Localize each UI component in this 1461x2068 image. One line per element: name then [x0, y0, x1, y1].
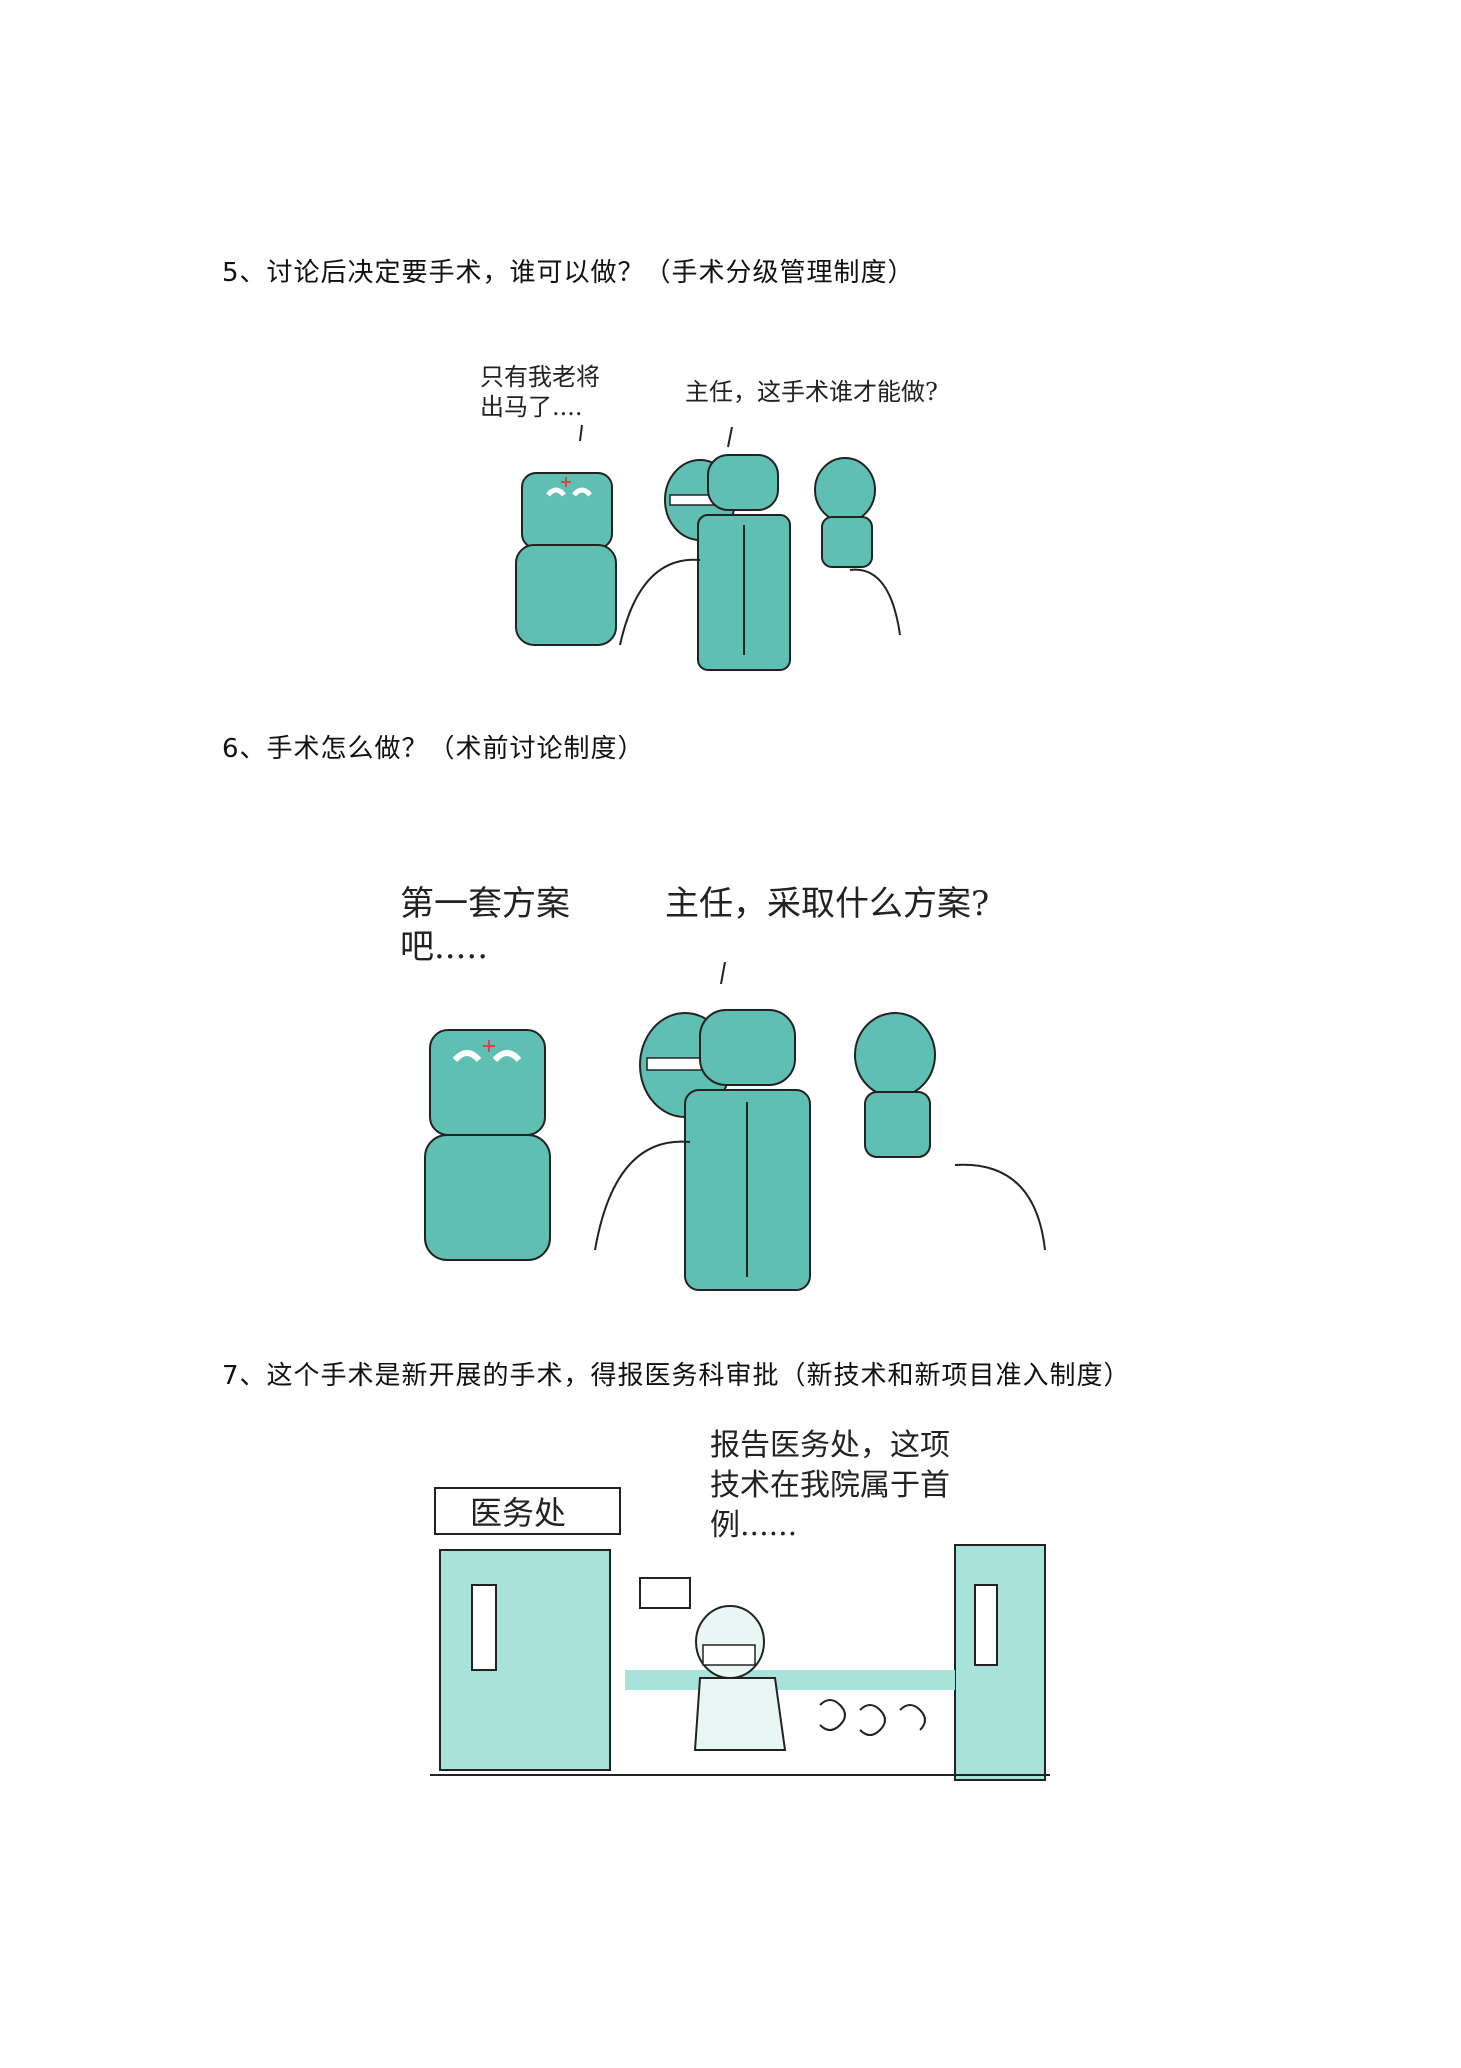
running-doctor-figure [693, 1605, 787, 1751]
chief-surgeon-back-figure [684, 1009, 811, 1291]
section-6-heading: 6、手术怎么做？（术前讨论制度） [222, 734, 645, 764]
nurse-figure [854, 1012, 936, 1158]
section-7-heading: 7、这个手术是新开展的手术，得报医务科审批（新技术和新项目准入制度） [222, 1361, 1131, 1391]
comic-panel-surgery-level: 只有我老将 出马了.... 主任，这手术谁才能做? [470, 355, 990, 695]
bubble-left-line-1: 只有我老将 [480, 363, 600, 391]
senior-surgeon-figure [515, 472, 617, 646]
nurse-figure [814, 457, 876, 568]
bubble-right-text: 主任，采取什么方案? [665, 884, 989, 924]
comic-panel-new-technology-approval: 医务处 报告医务处，这项 技术在我院属于首 例...... [420, 1420, 1060, 1810]
left-door [439, 1549, 611, 1771]
office-sign [434, 1487, 621, 1535]
chief-surgeon-back-figure [697, 454, 791, 671]
office-sign-label: 医务处 [470, 1494, 566, 1532]
bubble-left-line-2: 吧..... [400, 927, 488, 967]
bubble-line-3: 例...... [710, 1508, 797, 1543]
bubble-line-1: 报告医务处，这项 [710, 1428, 950, 1463]
bubble-line-2: 技术在我院属于首 [710, 1468, 950, 1503]
bubble-left-line-1: 第一套方案 [400, 884, 570, 924]
section-5-heading: 5、讨论后决定要手术，谁可以做？（手术分级管理制度） [222, 258, 915, 288]
right-door [954, 1544, 1046, 1781]
bubble-right-text: 主任，这手术谁才能做? [685, 378, 938, 406]
comic-panel-preop-discussion: 第一套方案 吧..... 主任，采取什么方案? [395, 880, 1075, 1320]
senior-surgeon-figure [424, 1029, 551, 1261]
bubble-left-line-2: 出马了.... [480, 393, 583, 421]
